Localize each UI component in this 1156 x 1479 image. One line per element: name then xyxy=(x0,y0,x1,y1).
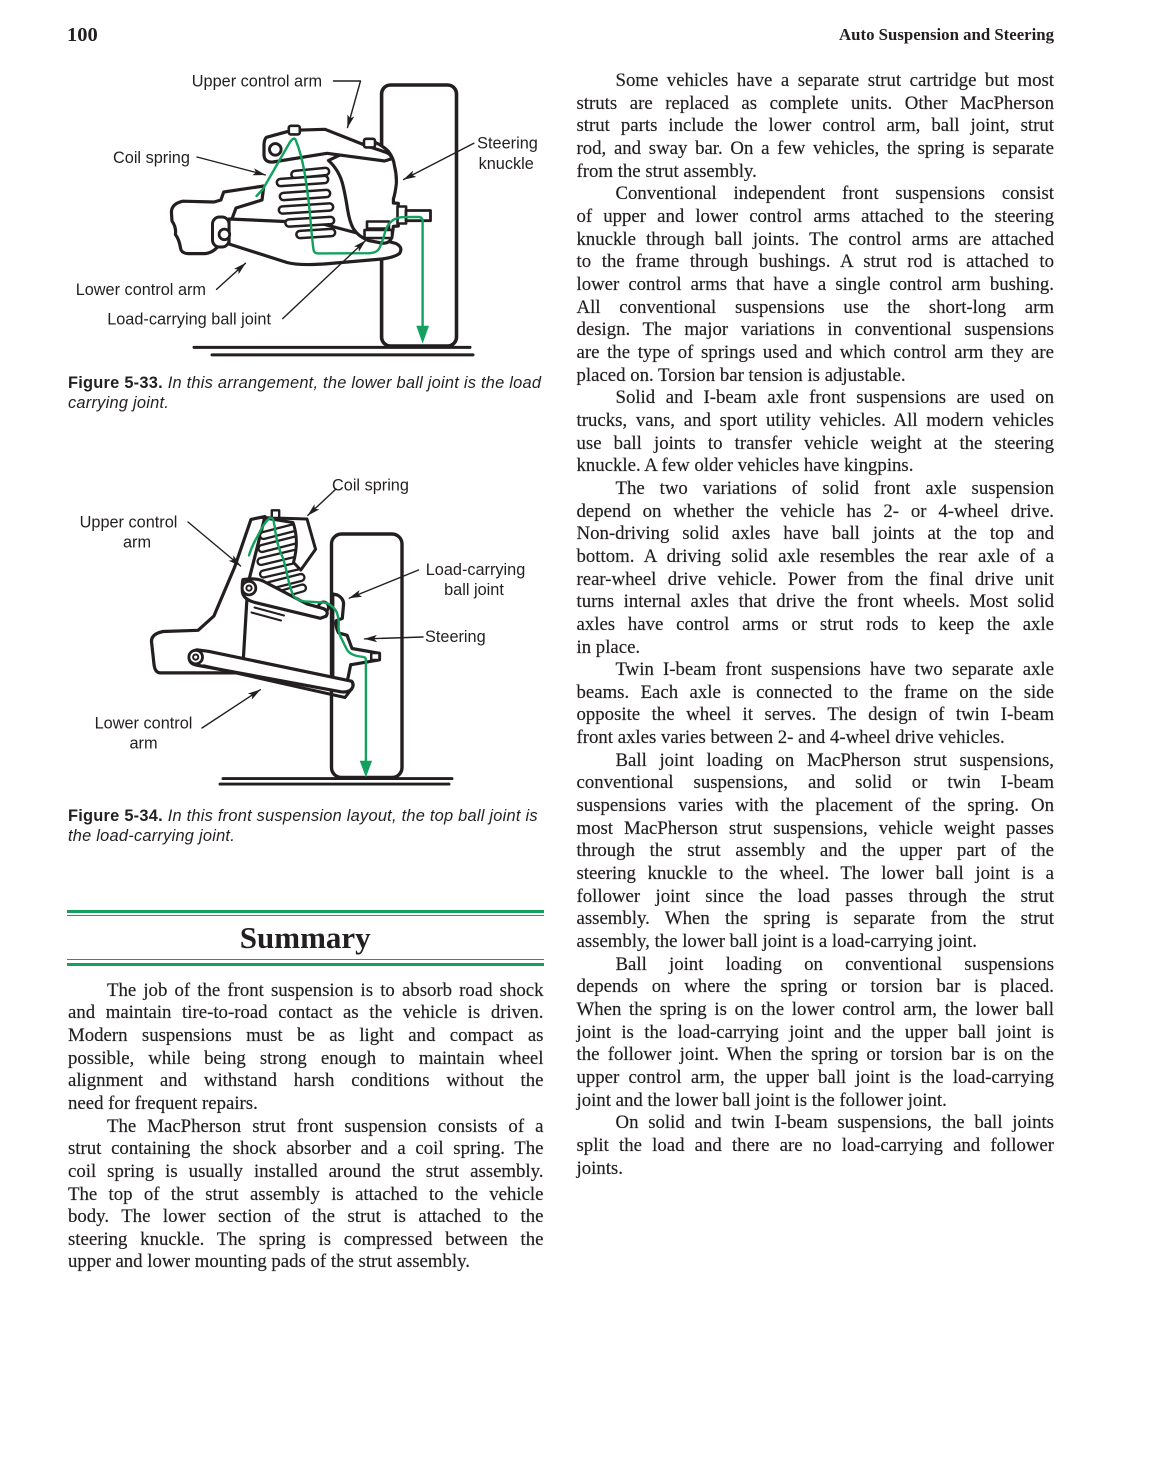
svg-text:Steering: Steering xyxy=(477,135,538,153)
svg-text:Lower control: Lower control xyxy=(95,715,193,733)
svg-text:Coil spring: Coil spring xyxy=(332,477,409,495)
svg-text:Load-carrying ball joint: Load-carrying ball joint xyxy=(107,310,271,328)
svg-text:Load-carrying: Load-carrying xyxy=(426,561,526,579)
svg-text:Upper control: Upper control xyxy=(80,514,178,532)
svg-text:Lower control arm: Lower control arm xyxy=(76,281,206,299)
svg-text:arm: arm xyxy=(129,735,157,753)
svg-text:knuckle: knuckle xyxy=(479,155,534,173)
svg-text:Steering: Steering xyxy=(425,628,486,646)
svg-text:arm: arm xyxy=(123,534,151,552)
svg-text:ball joint: ball joint xyxy=(444,581,504,599)
svg-text:Upper control arm: Upper control arm xyxy=(192,73,322,91)
svg-text:Coil spring: Coil spring xyxy=(113,149,190,167)
